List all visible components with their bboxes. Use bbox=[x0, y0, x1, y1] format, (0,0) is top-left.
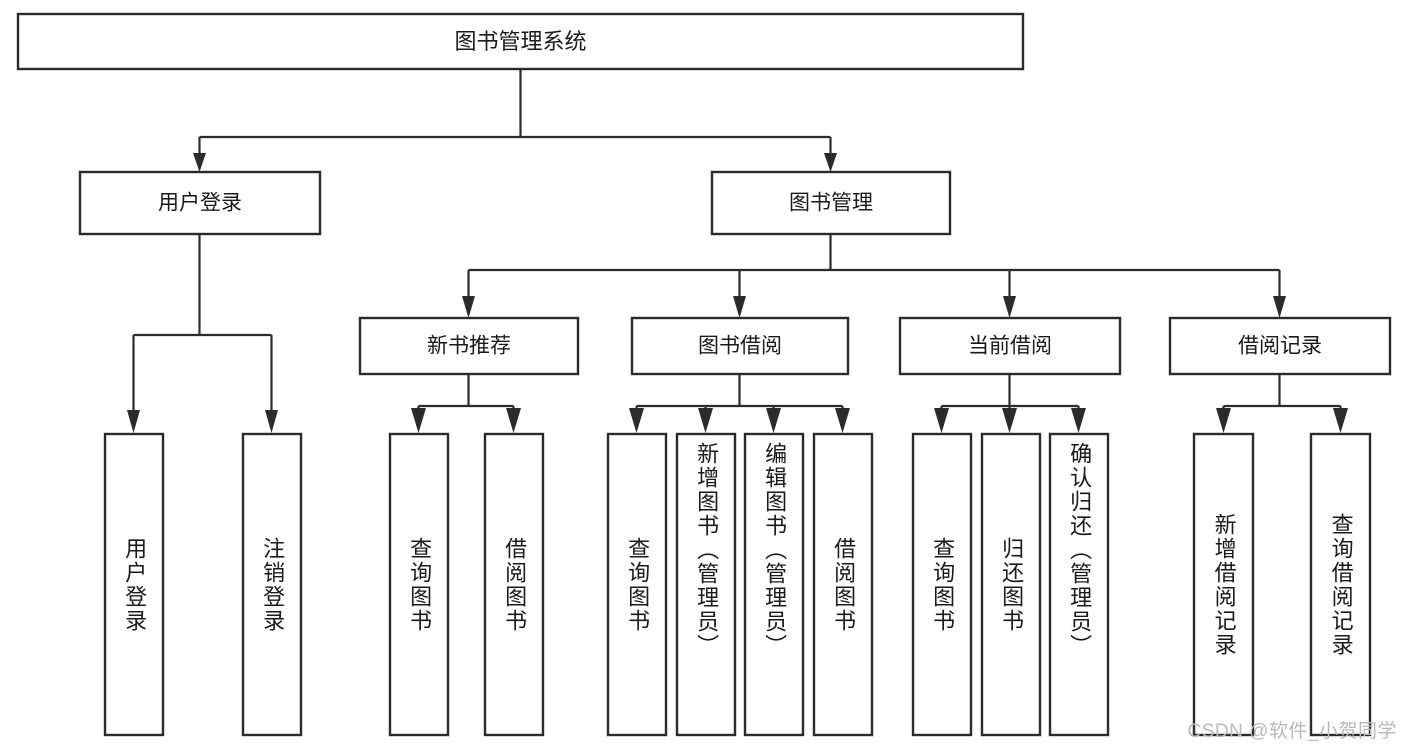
node-leaf-query-borrow-record[interactable] bbox=[1309, 432, 1372, 737]
arrow-head-leaf-logout bbox=[265, 410, 278, 433]
arrow-head-currentborrow-leaf-2 bbox=[1002, 408, 1017, 433]
arrow-head-bookborrow-leaf-2 bbox=[698, 408, 713, 433]
node-leaf-query-book-newbook[interactable] bbox=[388, 432, 450, 737]
arrow-head-leaf-user-login bbox=[127, 410, 140, 433]
node-layer: 图书管理系统 用户登录 图书管理 新书推荐 图书借阅 当前借阅 借阅记录 bbox=[16, 12, 1392, 737]
node-borrowing-record[interactable] bbox=[1168, 316, 1392, 376]
node-leaf-return-book[interactable] bbox=[980, 432, 1042, 737]
node-leaf-logout[interactable] bbox=[241, 432, 303, 737]
arrow-head-currentborrow-leaf-1 bbox=[934, 408, 949, 433]
arrow-head-user-login bbox=[193, 153, 206, 172]
arrow-head-borrowrecord-leaf-1 bbox=[1216, 408, 1231, 433]
node-leaf-borrow-book-newbook[interactable] bbox=[483, 432, 545, 737]
node-borrowing-record-label: 借阅记录 bbox=[1238, 335, 1322, 358]
node-book-borrowing-label: 图书借阅 bbox=[698, 335, 782, 358]
arrow-head-currentborrow-leaf-3 bbox=[1071, 408, 1086, 433]
arrow-head-bookborrow-leaf-4 bbox=[835, 408, 850, 433]
watermark-text: CSDN @软件_小贺同学 bbox=[1187, 721, 1397, 742]
arrow-head-new-book-rec bbox=[462, 296, 475, 318]
arrow-head-book-borrow bbox=[733, 296, 746, 318]
node-book-management-label: 图书管理 bbox=[789, 192, 873, 215]
connector-layer bbox=[127, 69, 1348, 433]
node-book-borrowing[interactable] bbox=[630, 316, 850, 376]
node-current-borrowing-label: 当前借阅 bbox=[968, 335, 1052, 358]
node-user-login-label: 用户登录 bbox=[158, 192, 242, 215]
arrow-head-current-borrow bbox=[1003, 296, 1016, 318]
arrow-head-bookborrow-leaf-1 bbox=[629, 408, 644, 433]
node-user-login[interactable] bbox=[78, 170, 322, 236]
node-leaf-confirm-return-admin[interactable] bbox=[1048, 432, 1110, 737]
arrow-head-bookborrow-leaf-3 bbox=[766, 408, 781, 433]
node-current-borrowing[interactable] bbox=[898, 316, 1122, 376]
node-book-management[interactable] bbox=[710, 170, 952, 236]
node-leaf-query-book-current[interactable] bbox=[911, 432, 973, 737]
node-leaf-user-login[interactable] bbox=[103, 432, 165, 737]
arrow-head-borrowrecord-leaf-2 bbox=[1333, 408, 1348, 433]
node-leaf-add-book-admin[interactable] bbox=[675, 432, 737, 737]
arrow-head-book-mgmt bbox=[824, 153, 837, 172]
node-leaf-edit-book-admin[interactable] bbox=[743, 432, 805, 737]
node-leaf-query-book-borrowing[interactable] bbox=[606, 432, 668, 737]
node-new-book-recommendation-label: 新书推荐 bbox=[427, 335, 511, 358]
node-root-label: 图书管理系统 bbox=[454, 29, 586, 54]
arrow-head-newbook-leaf-2 bbox=[506, 408, 521, 433]
node-root-book-management-system[interactable] bbox=[16, 12, 1025, 71]
node-new-book-recommendation[interactable] bbox=[358, 316, 580, 376]
node-leaf-add-borrow-record[interactable] bbox=[1192, 432, 1255, 737]
arrow-head-newbook-leaf-1 bbox=[411, 408, 426, 433]
node-leaf-borrow-book[interactable] bbox=[812, 432, 874, 737]
arrow-head-borrow-record bbox=[1273, 296, 1286, 318]
